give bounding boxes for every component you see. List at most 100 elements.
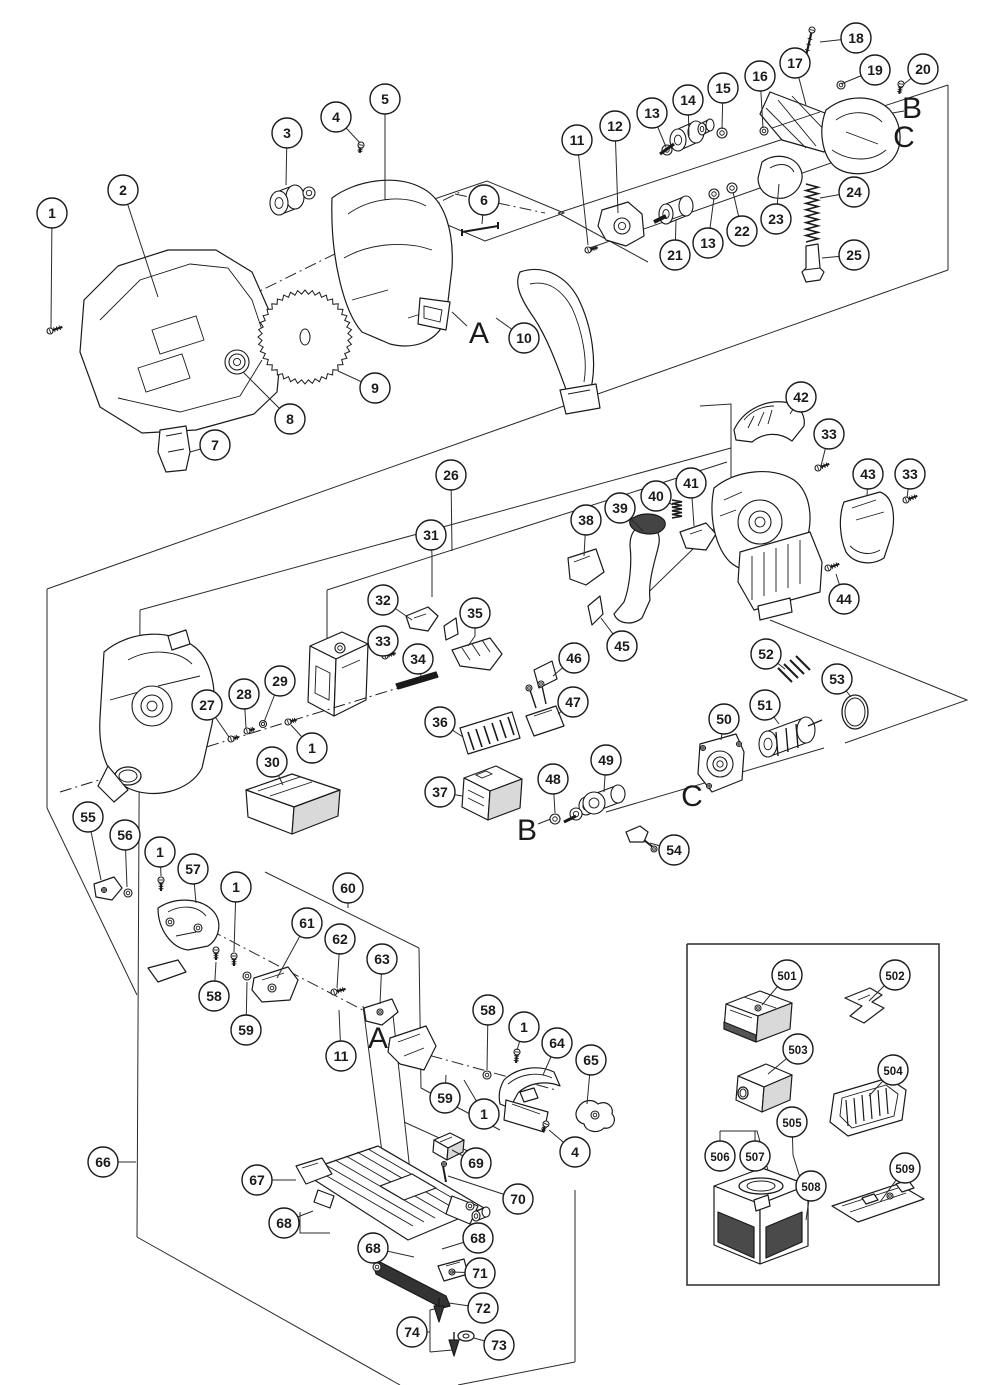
callout-balloon-62: 62	[324, 923, 356, 955]
part-path	[97, 765, 129, 803]
svg-text:35: 35	[467, 605, 483, 621]
callout-balloon-1: 1	[144, 836, 176, 868]
part-cylinder	[697, 118, 715, 136]
part-path	[533, 660, 558, 689]
part-path	[679, 522, 717, 551]
callout-balloon-68: 68	[357, 1232, 389, 1264]
svg-text:50: 50	[716, 711, 732, 727]
svg-text:33: 33	[821, 426, 837, 442]
part-path	[757, 155, 803, 199]
svg-text:15: 15	[715, 80, 731, 96]
svg-text:31: 31	[423, 527, 439, 543]
part-screw	[824, 562, 840, 572]
callout-balloon-20: 20	[907, 53, 939, 85]
part-screw	[46, 325, 63, 335]
svg-text:C: C	[893, 121, 915, 154]
part-washer	[100, 886, 108, 894]
svg-text:25: 25	[846, 247, 862, 263]
svg-text:63: 63	[374, 951, 390, 967]
svg-text:42: 42	[793, 389, 809, 405]
callout-balloon-501: 501	[771, 959, 803, 991]
part-linegroup	[563, 814, 577, 824]
callout-balloon-74: 74	[396, 1316, 428, 1348]
svg-text:13: 13	[644, 105, 660, 121]
part-linegroup	[467, 716, 515, 751]
part-path	[733, 401, 805, 443]
callout-balloon-507: 507	[739, 1140, 771, 1172]
part-path	[333, 643, 369, 717]
part-path	[519, 1087, 539, 1103]
callout-balloon-47: 47	[557, 686, 589, 718]
part-washer	[716, 127, 728, 139]
part-cylinder	[658, 195, 694, 225]
svg-text:12: 12	[607, 118, 623, 134]
part-washer	[258, 719, 268, 729]
part-path	[765, 1211, 803, 1259]
svg-text:24: 24	[846, 184, 862, 200]
callout-balloon-22: 22	[726, 215, 758, 247]
svg-text:58: 58	[480, 1002, 496, 1018]
callout-balloon-1: 1	[468, 1098, 500, 1130]
svg-text:1: 1	[308, 740, 316, 756]
part-path	[498, 1067, 561, 1109]
callout-balloon-24: 24	[838, 176, 870, 208]
svg-text:54: 54	[666, 842, 682, 858]
part-path	[525, 705, 565, 737]
section-letter-C: C	[681, 780, 703, 813]
svg-text:507: 507	[745, 1152, 764, 1164]
svg-text:68: 68	[365, 1240, 381, 1256]
callout-balloon-13: 13	[636, 97, 668, 129]
part-washer	[140, 694, 164, 718]
svg-text:8: 8	[286, 411, 294, 427]
part-washer	[302, 186, 316, 200]
callout-balloon-68: 68	[268, 1207, 300, 1239]
svg-text:501: 501	[777, 971, 797, 983]
callout-balloon-66: 66	[87, 1146, 119, 1178]
callout-balloon-9: 9	[359, 372, 391, 404]
svg-text:49: 49	[598, 752, 614, 768]
svg-text:14: 14	[680, 92, 696, 108]
callout-balloon-33: 33	[894, 458, 926, 490]
svg-text:C: C	[681, 780, 703, 813]
callout-balloon-502: 502	[879, 959, 911, 991]
callout-balloon-30: 30	[256, 746, 288, 778]
callout-balloon-63: 63	[366, 943, 398, 975]
svg-text:1: 1	[520, 1019, 528, 1035]
callout-balloon-52: 52	[750, 638, 782, 670]
svg-text:21: 21	[667, 247, 683, 263]
part-washer	[376, 1008, 384, 1016]
part-washer	[549, 813, 561, 825]
callout-balloon-59: 59	[230, 1014, 262, 1046]
svg-text:18: 18	[848, 30, 864, 46]
callout-balloon-11: 11	[325, 1040, 357, 1072]
svg-text:509: 509	[895, 1164, 914, 1176]
part-linegroup	[777, 655, 811, 683]
section-letter-A: A	[368, 1022, 388, 1055]
svg-text:1: 1	[232, 879, 240, 895]
callout-balloon-65: 65	[575, 1044, 607, 1076]
part-spring	[671, 499, 683, 519]
part-path	[737, 531, 823, 611]
part-screw	[584, 245, 598, 254]
callout-balloon-44: 44	[828, 583, 860, 615]
callout-balloon-43: 43	[852, 458, 884, 490]
part-washer	[537, 680, 545, 688]
svg-text:B: B	[517, 814, 537, 847]
svg-text:1: 1	[156, 844, 164, 860]
callout-balloon-26: 26	[435, 459, 467, 491]
callout-balloon-4: 4	[559, 1136, 591, 1168]
part-cylinder	[758, 716, 816, 758]
part-path	[844, 987, 885, 1024]
part-washer	[650, 845, 658, 853]
part-path	[753, 1194, 771, 1212]
part-washer	[886, 1192, 894, 1200]
part-linegroup	[653, 214, 667, 224]
svg-text:52: 52	[758, 646, 774, 662]
callout-balloon-7: 7	[199, 429, 231, 461]
callout-balloon-39: 39	[604, 492, 636, 524]
svg-text:62: 62	[332, 931, 348, 947]
svg-text:69: 69	[468, 1155, 484, 1171]
callout-balloon-69: 69	[460, 1147, 492, 1179]
callout-balloon-40: 40	[640, 480, 672, 512]
part-path	[79, 249, 283, 434]
